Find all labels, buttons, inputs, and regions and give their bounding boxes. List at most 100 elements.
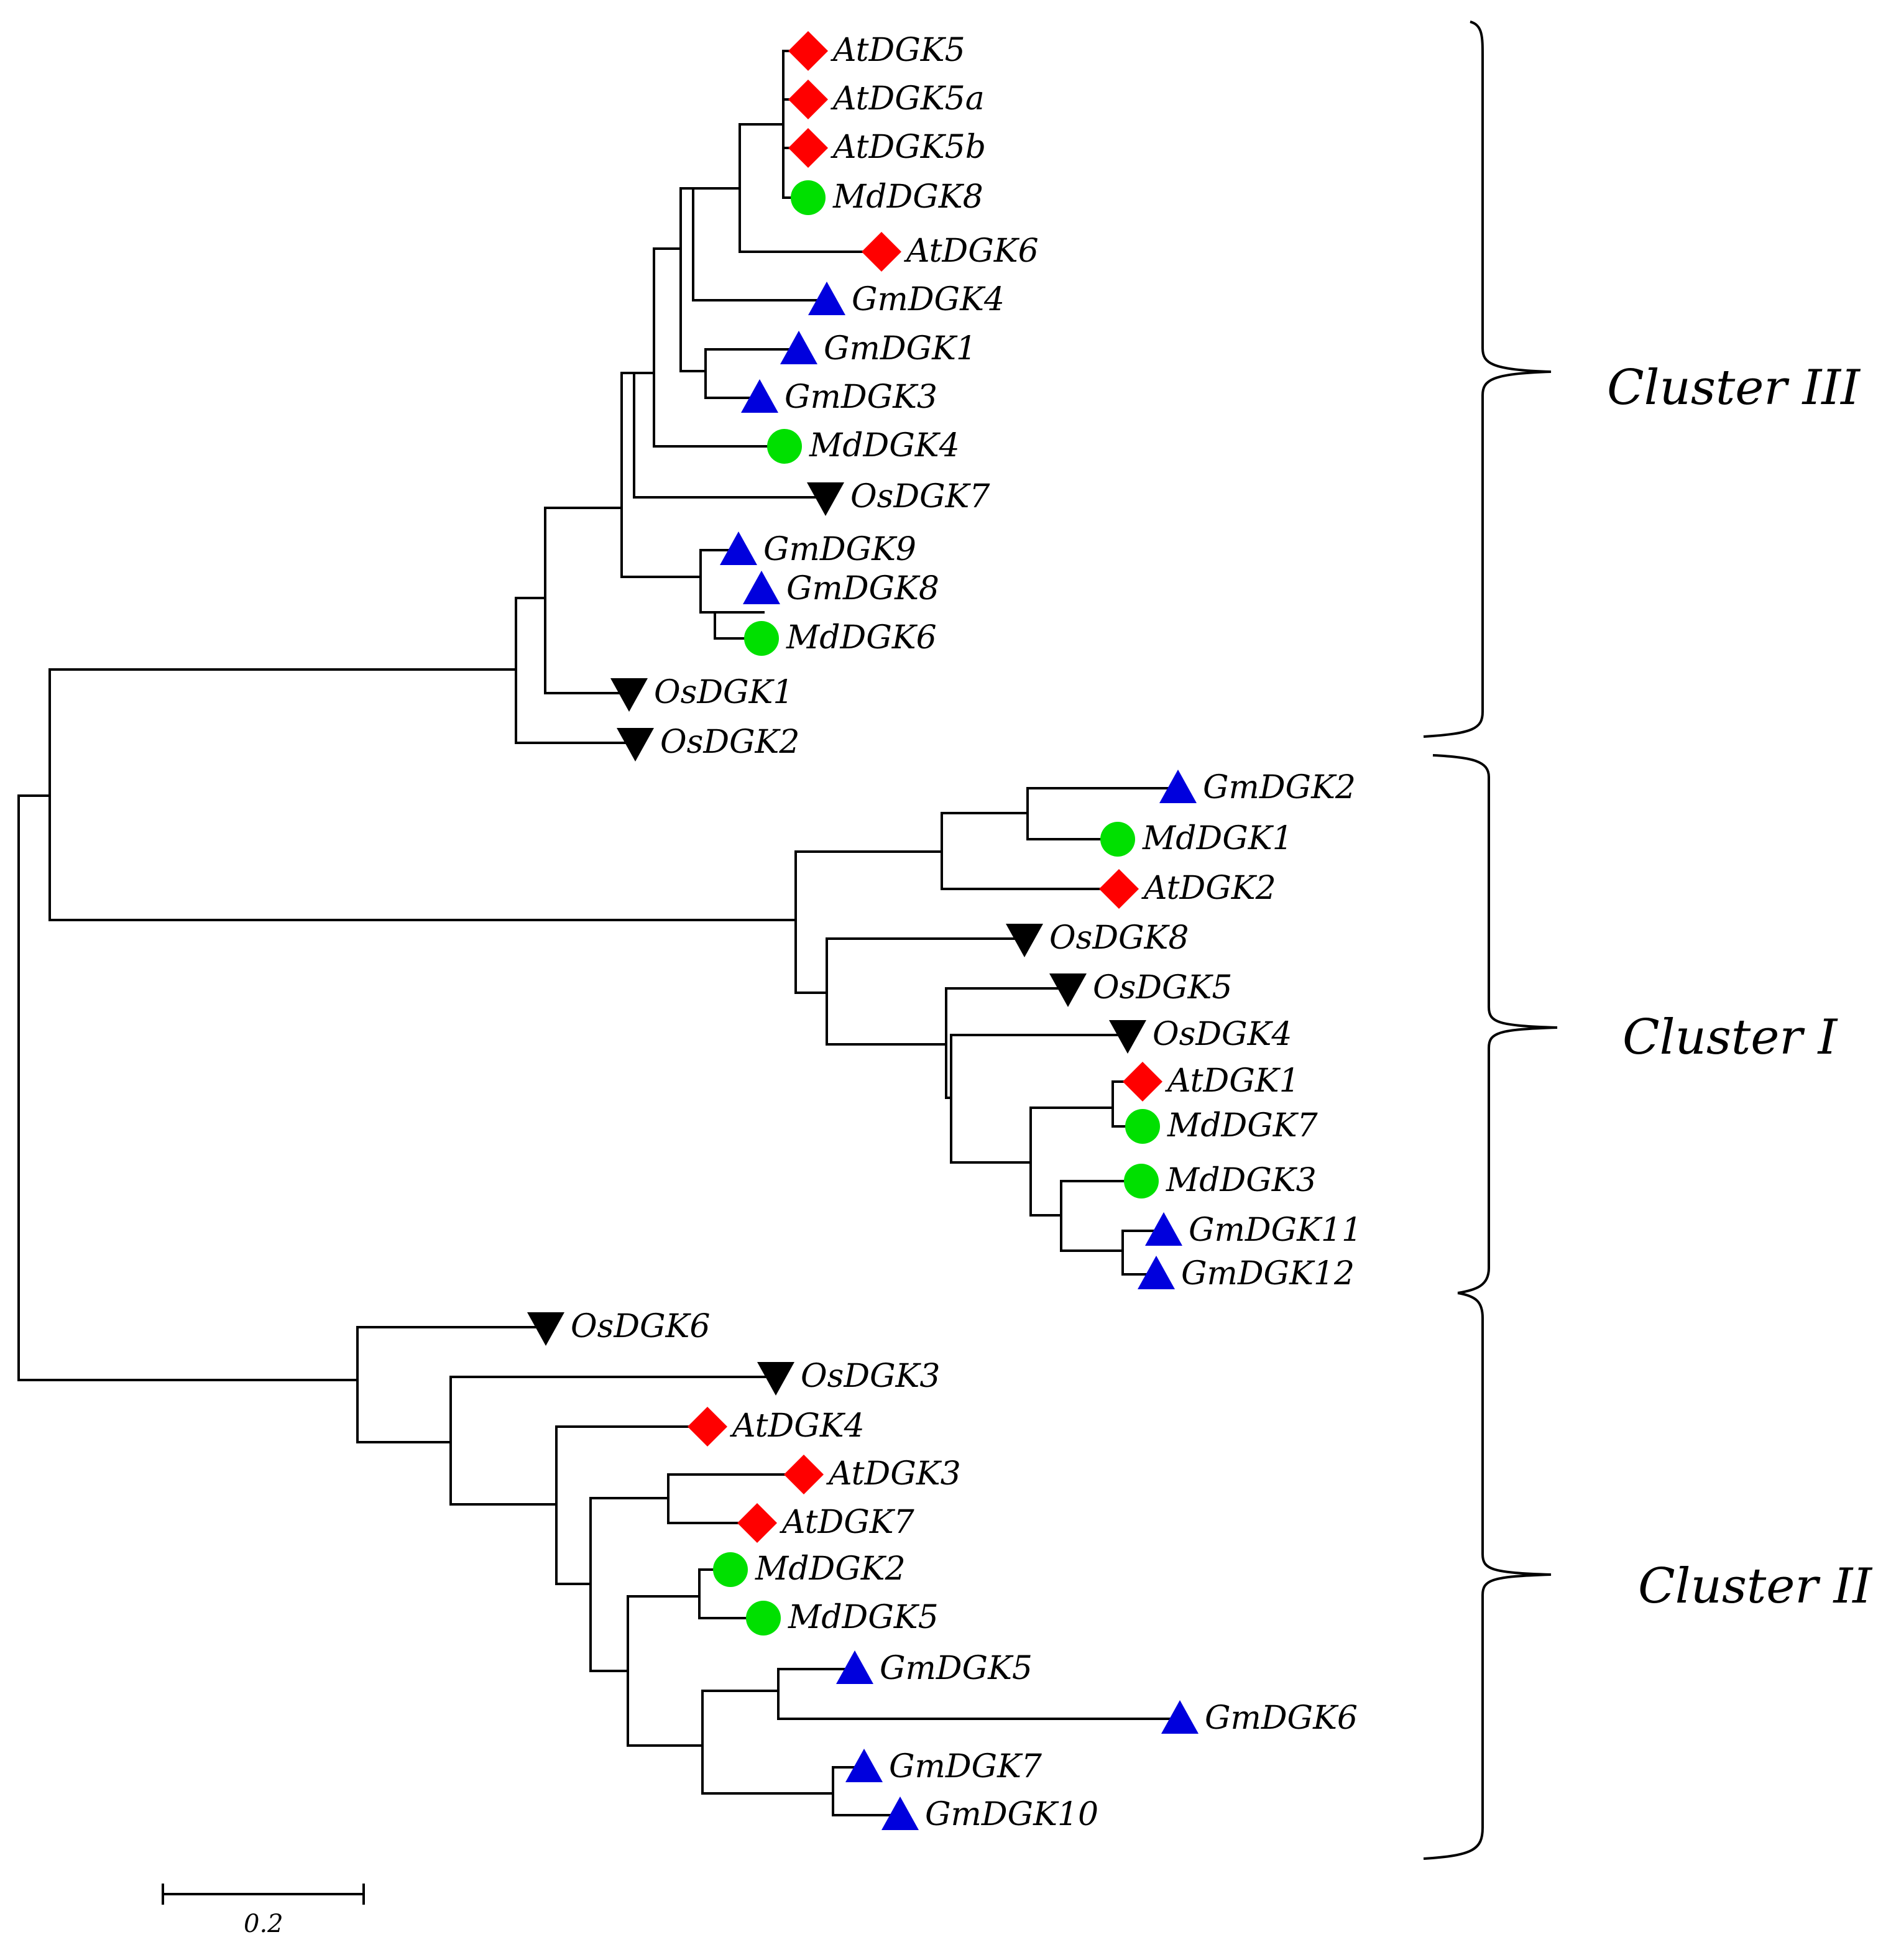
leaf-GmDGK2: GmDGK2 <box>1159 769 1356 806</box>
triangle-down-icon <box>527 1312 564 1346</box>
taxon-label: GmDGK1 <box>824 330 977 367</box>
branch <box>17 794 359 1381</box>
circle-icon <box>1125 1109 1160 1144</box>
leaf-GmDGK1: GmDGK1 <box>780 330 977 367</box>
taxon-label: GmDGK10 <box>925 1796 1098 1833</box>
taxon-label: OsDGK8 <box>1049 919 1189 957</box>
circle-icon <box>746 1601 781 1636</box>
branch <box>701 1690 834 1795</box>
taxon-label: MdDGK7 <box>1167 1107 1318 1144</box>
taxon-label: GmDGK12 <box>1181 1255 1355 1292</box>
taxon-label: MdDGK2 <box>755 1550 906 1588</box>
leaf-GmDGK5: GmDGK5 <box>836 1650 1033 1687</box>
taxon-label: OsDGK6 <box>571 1308 710 1345</box>
taxon-label: AtDGK5b <box>831 129 986 166</box>
branch <box>692 187 828 301</box>
taxon-label: MdDGK1 <box>1142 820 1293 857</box>
branch <box>794 850 943 994</box>
leaf-OsDGK7: OsDGK7 <box>807 478 990 516</box>
scale-bar-label: 0.2 <box>244 1910 283 1938</box>
leaf-OsDGK3: OsDGK3 <box>757 1358 940 1396</box>
leaf-AtDGK2: AtDGK2 <box>1099 869 1276 909</box>
triangle-down-icon <box>1006 924 1043 957</box>
diamond-icon <box>1099 869 1139 909</box>
leaf-MdDGK7: MdDGK7 <box>1125 1107 1318 1144</box>
leaf-MdDGK1: MdDGK1 <box>1100 820 1293 857</box>
taxon-label: MdDGK4 <box>809 427 960 464</box>
circle-icon <box>767 429 802 464</box>
leaf-MdDGK4: MdDGK4 <box>767 427 960 464</box>
leaf-OsDGK1: OsDGK1 <box>610 674 793 712</box>
cluster-i-label: Cluster I <box>1622 1010 1838 1065</box>
cluster-iii-bracket <box>1423 21 1552 738</box>
leaf-GmDGK10: GmDGK10 <box>881 1796 1098 1833</box>
taxon-label: AtDGK5a <box>831 80 985 117</box>
cluster-brackets <box>1423 21 1558 1860</box>
circle-icon <box>744 621 779 656</box>
leaf-GmDGK4: GmDGK4 <box>808 281 1005 318</box>
cluster-ii-label: Cluster II <box>1638 1558 1873 1614</box>
leaf-MdDGK5: MdDGK5 <box>746 1599 939 1636</box>
triangle-up-icon <box>743 571 780 604</box>
leaf-GmDGK3: GmDGK3 <box>741 379 937 416</box>
diamond-icon <box>788 80 828 119</box>
taxon-label: AtDGK3 <box>826 1455 961 1493</box>
taxon-label: MdDGK6 <box>786 619 937 656</box>
branch <box>679 187 707 372</box>
branch <box>945 987 1069 1099</box>
branch <box>589 1497 670 1672</box>
tree-branches <box>17 50 1181 1816</box>
taxon-label: GmDGK3 <box>785 379 937 416</box>
leaf-GmDGK8: GmDGK8 <box>743 570 939 607</box>
taxon-label: GmDGK8 <box>786 570 939 607</box>
leaf-OsDGK6: OsDGK6 <box>527 1308 710 1346</box>
triangle-up-icon <box>780 331 817 364</box>
triangle-down-icon <box>757 1362 794 1396</box>
leaf-GmDGK6: GmDGK6 <box>1161 1700 1358 1737</box>
diamond-icon <box>862 232 901 272</box>
taxon-label: AtDGK6 <box>904 232 1039 270</box>
taxon-label: AtDGK4 <box>730 1407 865 1445</box>
branch <box>777 1668 1181 1720</box>
leaf-MdDGK2: MdDGK2 <box>713 1550 906 1588</box>
diamond-icon <box>788 31 828 71</box>
branch <box>515 597 637 744</box>
branch <box>739 123 883 253</box>
leaf-GmDGK11: GmDGK11 <box>1145 1212 1362 1249</box>
triangle-down-icon <box>1049 973 1087 1007</box>
diamond-icon <box>688 1407 727 1447</box>
branch <box>633 372 655 499</box>
circle-icon <box>713 1552 748 1587</box>
triangle-down-icon <box>1109 1020 1146 1054</box>
triangle-down-icon <box>617 728 654 761</box>
leaf-AtDGK6: AtDGK6 <box>862 232 1039 272</box>
leaf-AtDGK5: AtDGK5 <box>788 31 965 71</box>
triangle-up-icon <box>1161 1700 1199 1734</box>
taxon-label: MdDGK3 <box>1166 1162 1317 1199</box>
taxon-label: OsDGK5 <box>1093 969 1232 1006</box>
diamond-icon <box>784 1455 824 1494</box>
taxon-label: GmDGK11 <box>1189 1212 1362 1249</box>
diamond-icon <box>737 1503 777 1543</box>
branch <box>620 372 702 578</box>
triangle-down-icon <box>610 678 648 712</box>
taxon-label: AtDGK7 <box>780 1504 915 1541</box>
branch <box>48 668 797 921</box>
leaf-GmDGK7: GmDGK7 <box>845 1748 1042 1785</box>
branch <box>627 1595 704 1747</box>
taxon-label: OsDGK3 <box>801 1358 940 1395</box>
cluster-iii-label: Cluster III <box>1607 360 1861 416</box>
triangle-down-icon <box>807 482 844 516</box>
taxon-label: GmDGK2 <box>1203 769 1356 806</box>
triangle-up-icon <box>1138 1256 1175 1289</box>
taxon-label: OsDGK7 <box>850 478 990 515</box>
triangle-up-icon <box>720 531 757 565</box>
taxon-label: OsDGK4 <box>1153 1016 1292 1053</box>
leaf-GmDGK12: GmDGK12 <box>1138 1255 1355 1292</box>
branch <box>1029 1107 1114 1217</box>
leaf-AtDGK1: AtDGK1 <box>1123 1062 1300 1102</box>
diamond-icon <box>788 128 828 168</box>
taxon-label: GmDGK7 <box>889 1748 1042 1785</box>
taxon-label: MdDGK5 <box>788 1599 939 1636</box>
